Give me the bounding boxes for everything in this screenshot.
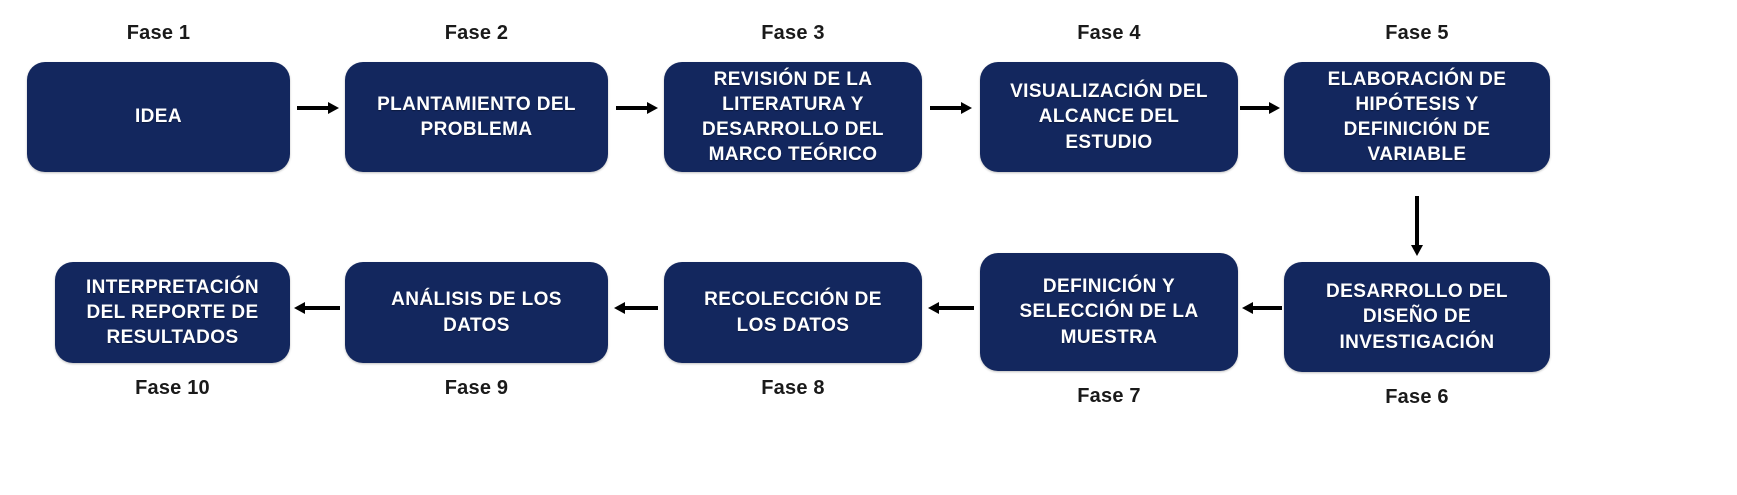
phase-caption-fase-2: Fase 2	[444, 22, 509, 44]
connector-arrow-9-to-10	[294, 298, 340, 318]
phase-caption-fase-3: Fase 3	[761, 22, 825, 44]
phase-caption-fase-1: Fase 1	[126, 22, 191, 44]
process-node-label: INTERPRETACIÓN DEL REPORTE DE RESULTADOS	[85, 276, 260, 349]
connector-arrow-1-to-2	[297, 98, 339, 118]
process-node-fase-6[interactable]: DESARROLLO DEL DISEÑO DE INVESTIGACIÓN	[1284, 262, 1550, 372]
phase-caption-fase-9: Fase 9	[444, 377, 509, 399]
process-node-label: DESARROLLO DEL DISEÑO DE INVESTIGACIÓN	[1326, 281, 1508, 353]
process-node-label: DEFINICIÓN Y SELECCIÓN DE LA MUESTRA	[1019, 276, 1199, 348]
process-node-label: PLANTAMIENTO DEL PROBLEMA	[377, 93, 576, 140]
process-node-fase-2[interactable]: PLANTAMIENTO DEL PROBLEMA	[345, 62, 608, 172]
process-node-label: ANÁLISIS DE LOS DATOS	[391, 289, 562, 336]
phase-caption-fase-6: Fase 6	[1385, 386, 1449, 408]
connector-arrow-2-to-3	[616, 98, 658, 118]
process-node-fase-1[interactable]: IDEA	[27, 62, 290, 172]
connector-arrow-3-to-4	[930, 98, 972, 118]
process-node-fase-3[interactable]: REVISIÓN DE LA LITERATURA Y DESARROLLO D…	[664, 62, 922, 172]
connector-arrow-4-to-5	[1240, 98, 1280, 118]
process-node-label: IDEA	[135, 106, 182, 128]
process-node-label: REVISIÓN DE LA LITERATURA Y DESARROLLO D…	[702, 68, 884, 166]
process-node-fase-5[interactable]: ELABORACIÓN DE HIPÓTESIS Y DEFINICIÓN DE…	[1284, 62, 1550, 172]
connector-arrow-7-to-8	[928, 298, 974, 318]
process-node-fase-10[interactable]: INTERPRETACIÓN DEL REPORTE DE RESULTADOS	[55, 262, 290, 363]
connector-arrow-5-to-6	[1407, 196, 1427, 256]
phase-caption-fase-4: Fase 4	[1077, 22, 1141, 44]
connector-arrow-6-to-7	[1242, 298, 1282, 318]
phase-caption-fase-10: Fase 10	[135, 377, 210, 399]
phase-caption-fase-8: Fase 8	[761, 377, 825, 399]
process-node-fase-7[interactable]: DEFINICIÓN Y SELECCIÓN DE LA MUESTRA	[980, 253, 1238, 371]
process-node-label: ELABORACIÓN DE HIPÓTESIS Y DEFINICIÓN DE…	[1327, 68, 1507, 166]
process-node-label: VISUALIZACIÓN DEL ALCANCE DEL ESTUDIO	[1010, 81, 1208, 153]
phase-caption-fase-5: Fase 5	[1385, 22, 1449, 44]
process-node-fase-8[interactable]: RECOLECCIÓN DE LOS DATOS	[664, 262, 922, 363]
process-node-label: RECOLECCIÓN DE LOS DATOS	[704, 289, 882, 336]
phase-caption-fase-7: Fase 7	[1077, 385, 1141, 407]
connector-arrow-8-to-9	[614, 298, 658, 318]
process-node-fase-4[interactable]: VISUALIZACIÓN DEL ALCANCE DEL ESTUDIO	[980, 62, 1238, 172]
process-node-fase-9[interactable]: ANÁLISIS DE LOS DATOS	[345, 262, 608, 363]
